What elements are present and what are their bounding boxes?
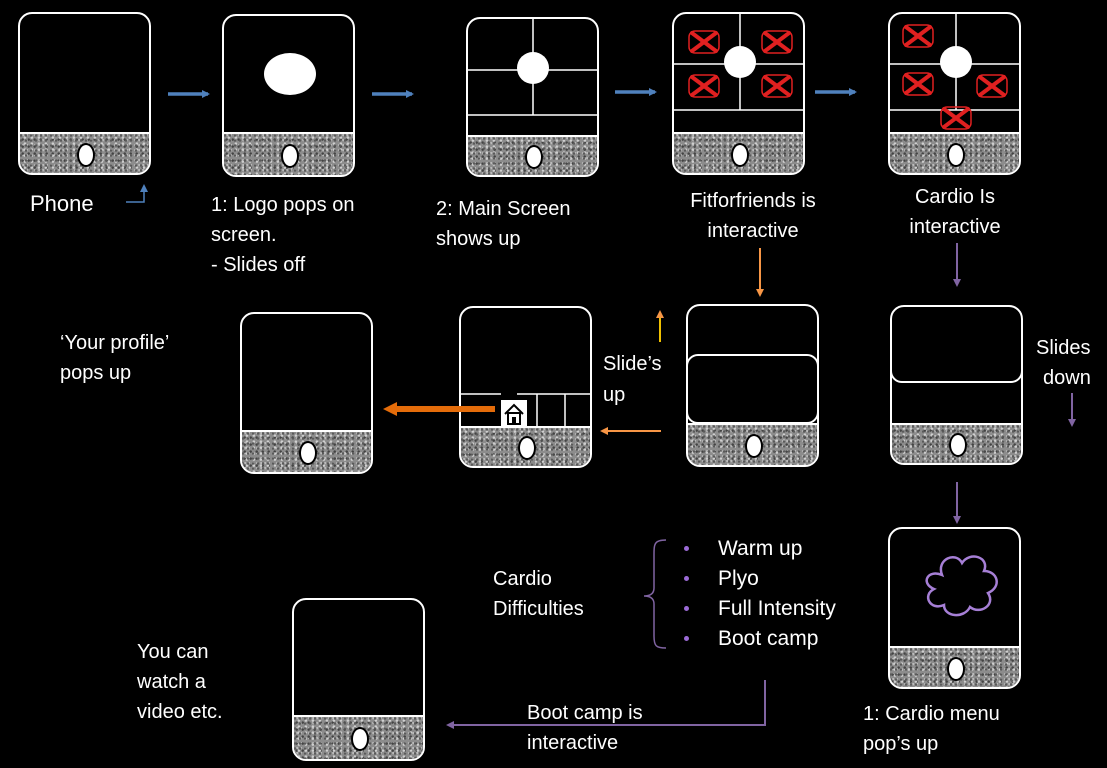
phone-fitforfriends: [672, 12, 805, 175]
phone-base: [242, 430, 371, 472]
cross-icon: [902, 24, 934, 48]
difficulty-item: Full Intensity: [682, 594, 836, 624]
phone-base: [20, 132, 149, 173]
home-button: [298, 441, 317, 465]
home-button: [946, 142, 965, 167]
label-logo-pops-line3: - Slides off: [211, 254, 306, 276]
phone-base: [890, 132, 1019, 173]
label-main-screen-line1: 2: Main Screen: [436, 198, 571, 220]
label-phone: Phone: [30, 191, 94, 216]
logo-ellipse: [264, 53, 316, 95]
label-logo-pops-line2: screen.: [211, 224, 277, 246]
label-slides-down-line2: down: [1043, 367, 1091, 389]
label-slides-up-line1: Slide’s: [603, 353, 662, 375]
home-menu-screen: [461, 393, 590, 432]
cross-icon: [976, 74, 1008, 98]
label-slides-up-line2: up: [603, 384, 626, 406]
label-fitforfriends-line2: interactive: [707, 220, 799, 242]
home-button: [517, 436, 536, 460]
label-main-screen-line2: shows up: [436, 228, 521, 250]
phone-base: [688, 423, 817, 465]
label-difficulties-line1: Cardio: [493, 568, 552, 590]
label-cardio-menu-line1: 1: Cardio menu: [863, 703, 1000, 725]
phone-slide-up: [686, 304, 819, 467]
phone-home-menu: [459, 306, 592, 468]
cross-icon: [902, 72, 934, 96]
phone-cardio-menu: [888, 527, 1021, 689]
logo-circle: [724, 46, 756, 78]
phone-base: [890, 646, 1019, 687]
arrow-bootcamp-to-video: [446, 680, 766, 729]
label-video-line2: watch a: [137, 671, 206, 693]
phone-video: [292, 598, 425, 761]
home-button: [280, 143, 299, 168]
logo-circle: [517, 52, 549, 84]
label-fitforfriends-line1: Fitforfriends is: [690, 190, 816, 212]
home-button: [948, 433, 967, 457]
cardio-menu-screen: [925, 555, 998, 617]
phone-base: [892, 423, 1021, 463]
cross-icon: [940, 106, 972, 130]
difficulty-item: Warm up: [682, 534, 836, 564]
label-video-line1: You can: [137, 641, 209, 663]
cross-icon: [761, 74, 793, 98]
label-slides-down-line1: Slides: [1036, 337, 1091, 359]
slide-down-panel: [892, 307, 1021, 383]
phone-base: [468, 135, 597, 175]
cross-icon: [688, 74, 720, 98]
difficulty-item: Boot camp: [682, 624, 836, 654]
cardio-screen: [890, 14, 1019, 130]
home-button: [350, 727, 369, 751]
cross-icon: [761, 30, 793, 54]
phone-cardio: [888, 12, 1021, 175]
label-video-line3: video etc.: [137, 701, 223, 723]
logo-screen: [264, 53, 316, 95]
phone-your-profile: [240, 312, 373, 474]
home-button: [730, 142, 749, 167]
label-cardio-menu-line2: pop’s up: [863, 733, 939, 755]
difficulties-brace: [643, 539, 667, 649]
label-logo-pops-line1: 1: Logo pops on: [211, 194, 355, 216]
phone-base: [461, 426, 590, 466]
phone-blank: [18, 12, 151, 175]
label-profile-line2: pops up: [60, 362, 132, 384]
phone-base: [294, 715, 423, 759]
arrow-phone-bent: [126, 184, 148, 203]
label-bootcamp-line2: interactive: [527, 732, 619, 754]
home-button: [524, 145, 543, 169]
home-button: [744, 434, 763, 458]
label-cardio-line2: interactive: [909, 216, 1001, 238]
label-difficulties-line2: Difficulties: [493, 598, 584, 620]
phone-logo: [222, 14, 355, 177]
home-icon: [501, 400, 527, 428]
phone-main-screen: [466, 17, 599, 177]
label-bootcamp-line1: Boot camp is: [527, 702, 643, 724]
label-profile-line1: ‘Your profile’: [60, 332, 170, 354]
phone-slide-down: [890, 305, 1023, 465]
label-cardio-line1: Cardio Is: [914, 186, 996, 208]
main-screen-grid: [468, 19, 597, 116]
logo-circle: [940, 46, 972, 78]
phone-base: [674, 132, 803, 173]
home-button: [76, 142, 95, 167]
fitforfriends-screen: [674, 14, 803, 111]
cross-icon: [688, 30, 720, 54]
cloud-icon: [925, 555, 998, 617]
phone-base: [224, 132, 353, 175]
difficulty-item: Plyo: [682, 564, 836, 594]
home-button: [946, 656, 965, 681]
